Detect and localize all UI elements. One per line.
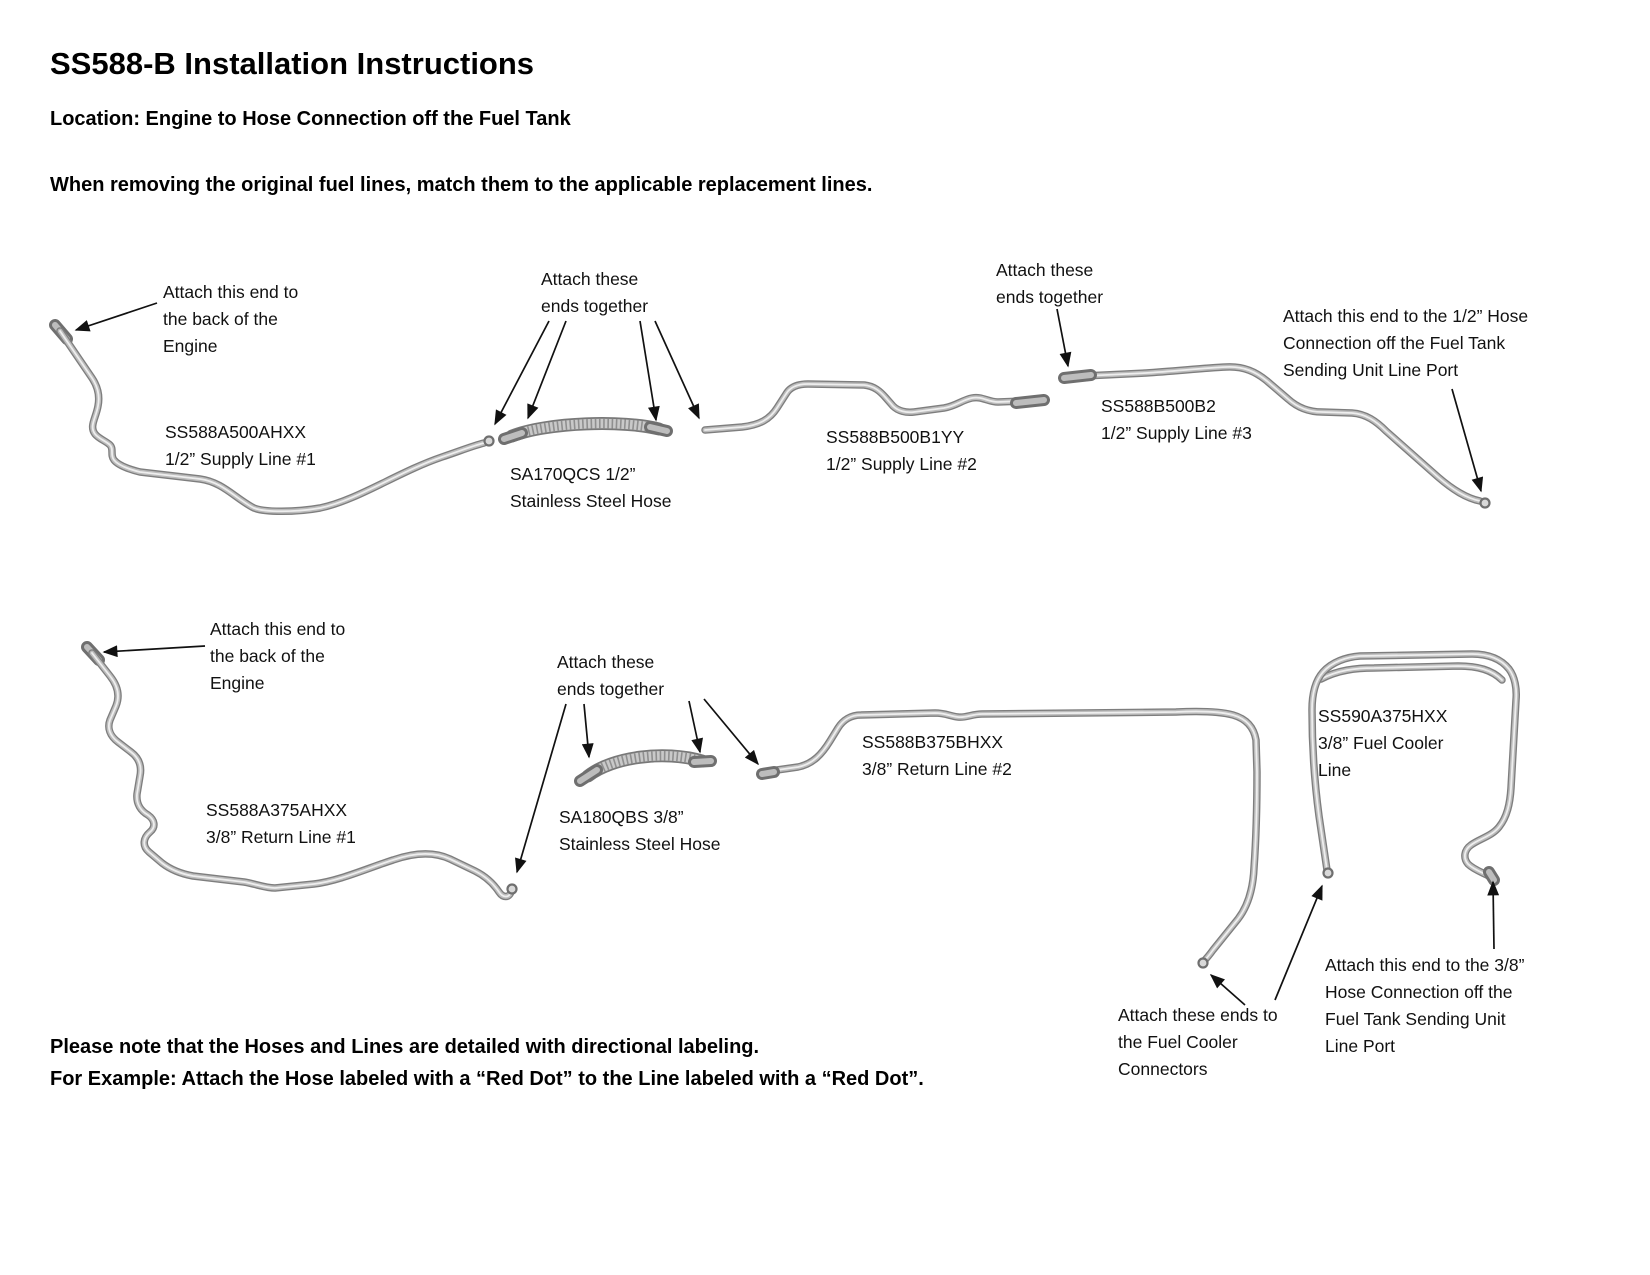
part-code: SS588B500B1YY: [826, 427, 965, 447]
arrow: [1274, 884, 1323, 1001]
location-text: Location: Engine to Hose Connection off …: [50, 108, 571, 130]
part-desc: Stainless Steel Hose: [510, 491, 672, 511]
supply-line-3-drawing: [1058, 367, 1491, 509]
part-desc: 3/8” Fuel Cooler Line: [1318, 733, 1444, 780]
annotation-attach-cooler: Attach these ends to the Fuel Cooler Con…: [1118, 1005, 1278, 1079]
part-code: SA180QBS 3/8”: [559, 807, 684, 827]
label-supply-line-2: SS588B500B1YY 1/2” Supply Line #2: [826, 424, 977, 478]
arrow: [102, 645, 206, 658]
stainless-hose-1-drawing: [498, 424, 673, 445]
arrow: [494, 320, 550, 426]
annotation-attach-engine-top: Attach this end to the back of the Engin…: [163, 282, 299, 356]
annotation-attach-together-2: Attach these ends together: [996, 260, 1104, 307]
part-code: SS588B500B2: [1101, 396, 1216, 416]
flare-fitting: [1479, 497, 1491, 509]
annotation-attach-together-3: Attach these ends together: [557, 652, 665, 699]
part-code: SS588A375AHXX: [206, 800, 348, 820]
part-desc: 1/2” Supply Line #1: [165, 449, 316, 469]
arrow: [654, 320, 700, 420]
supply-line-1-drawing: [49, 319, 495, 511]
arrow: [1056, 308, 1072, 368]
intro-text: When removing the original fuel lines, m…: [50, 174, 873, 196]
arrow: [515, 703, 567, 874]
part-code: SS588A500AHXX: [165, 422, 307, 442]
part-desc: 3/8” Return Line #2: [862, 759, 1012, 779]
arrow: [688, 700, 703, 754]
arrow: [1487, 880, 1500, 950]
flare-fitting: [483, 435, 495, 447]
arrow: [639, 320, 660, 422]
label-return-line-1: SS588A375AHXX 3/8” Return Line #1: [206, 797, 356, 851]
part-desc: 3/8” Return Line #1: [206, 827, 356, 847]
part-desc: 1/2” Supply Line #3: [1101, 423, 1252, 443]
annotation-attach-tank-bottom: Attach this end to the 3/8” Hose Connect…: [1325, 955, 1525, 1056]
arrow: [74, 302, 158, 332]
flare-fitting: [1322, 867, 1334, 879]
part-code: SA170QCS 1/2”: [510, 464, 636, 484]
flare-fitting: [506, 883, 518, 895]
label-supply-line-1: SS588A500AHXX 1/2” Supply Line #1: [165, 419, 316, 473]
annotation-attach-together-1: Attach these ends together: [541, 269, 649, 316]
annotation-attach-tank-top: Attach this end to the 1/2” Hose Connect…: [1283, 306, 1529, 380]
fuel-cooler-line-drawing: [1312, 654, 1516, 886]
return-line-1-drawing: [81, 641, 518, 897]
annotation-attach-engine-bottom: Attach this end to the back of the Engin…: [210, 619, 346, 693]
annotation-arrows: [74, 302, 1500, 1006]
arrow: [581, 703, 594, 759]
stainless-hose-2-drawing: [574, 756, 717, 787]
arrow: [527, 320, 567, 420]
flare-fitting: [1197, 957, 1209, 969]
arrow: [703, 698, 759, 766]
page-title: SS588-B Installation Instructions: [50, 46, 535, 81]
return-line-2-drawing: [756, 711, 1257, 969]
part-code: SS588B375BHXX: [862, 732, 1004, 752]
label-stainless-hose-2: SA180QBS 3/8” Stainless Steel Hose: [559, 804, 720, 858]
label-fuel-cooler-line: SS590A375HXX 3/8” Fuel Cooler Line: [1318, 703, 1463, 784]
arrow: [1451, 388, 1484, 493]
directional-labeling-note: Please note that the Hoses and Lines are…: [50, 1036, 760, 1058]
part-desc: Stainless Steel Hose: [559, 834, 721, 854]
arrow: [1209, 974, 1246, 1006]
supply-line-2-drawing: [705, 384, 1050, 430]
directional-labeling-example: For Example: Attach the Hose labeled wit…: [50, 1068, 924, 1090]
part-code: SS590A375HXX: [1318, 706, 1448, 726]
label-supply-line-3: SS588B500B2 1/2” Supply Line #3: [1101, 393, 1252, 447]
label-stainless-hose-1: SA170QCS 1/2” Stainless Steel Hose: [510, 461, 671, 515]
label-return-line-2: SS588B375BHXX 3/8” Return Line #2: [862, 729, 1012, 783]
part-desc: 1/2” Supply Line #2: [826, 454, 977, 474]
